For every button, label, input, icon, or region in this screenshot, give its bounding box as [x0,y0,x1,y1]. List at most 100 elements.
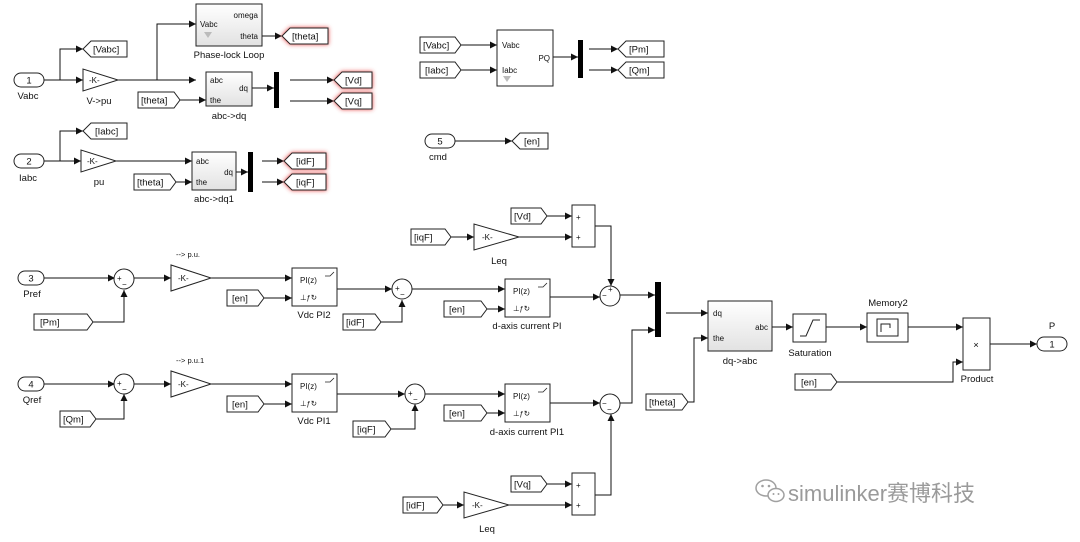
goto-tag-en[interactable]: [en] [511,132,549,150]
sum-block-qref[interactable]: + − [113,373,135,395]
from-tag-iqf-2[interactable]: [iqF] [352,420,392,438]
tag-label: [Pm] [629,45,649,56]
mask-arrow-icon [204,32,212,38]
tag-label: [en] [524,137,540,148]
svg-text:−: − [602,291,607,300]
pq-block[interactable]: Vabc Iabc PQ [496,29,554,87]
inport-number: 5 [437,137,442,148]
sum-block-pref[interactable]: + − [113,268,135,290]
goto-tag-iqf[interactable]: [iqF] [283,173,327,191]
inport-pref[interactable]: 3 Pref [17,270,45,300]
outport-p[interactable]: 1 P [1036,321,1068,352]
from-tag-theta-2[interactable]: [theta] [133,173,177,191]
gain-block-pu[interactable]: -K- pu [80,149,118,188]
from-tag-vabc[interactable]: [Vabc] [419,36,462,54]
from-tag-idf-1[interactable]: [idF] [342,313,382,331]
demux-bar[interactable] [274,72,279,108]
from-tag-qm[interactable]: [Qm] [59,410,97,428]
inport-cmd[interactable]: 5 cmd [424,133,456,163]
saturation-block[interactable]: Saturation [788,313,832,359]
goto-tag-vq[interactable]: [Vq] [333,92,373,110]
sum-block-q-final[interactable]: − − [599,393,621,415]
pi-controller-d-axis[interactable]: PI(z) ⊥ƒ↻ d-axis current PI [492,278,562,332]
pi-controller-d-axis1[interactable]: PI(z) ⊥ƒ↻ d-axis current PI1 [490,383,564,438]
port-label: omega [234,11,259,20]
tag-label: [en] [449,409,465,420]
from-tag-vq[interactable]: [Vq] [510,475,548,493]
gain-block-v-pu[interactable]: -K- V->pu [82,68,120,107]
phase-lock-loop-block[interactable]: Vabc omega theta Phase-lock Loop [194,3,265,61]
inport-qref[interactable]: 4 Qref [17,376,45,406]
from-tag-pm[interactable]: [Pm] [33,313,94,331]
inport-vabc[interactable]: 1 Vabc [13,72,45,102]
goto-tag-vd[interactable]: [Vd] [333,71,373,89]
tag-label: [idF] [406,501,424,512]
goto-tag-qm[interactable]: [Qm] [617,61,665,79]
sum-block-iq[interactable]: + − [404,383,426,405]
abc-to-dq1-block[interactable]: abc the dq abc->dq1 [191,151,237,205]
tag-label: [iqF] [414,233,432,244]
port-label: dq [224,168,233,177]
block-label: Memory2 [868,298,908,309]
svg-text:⊥ƒ↻: ⊥ƒ↻ [513,409,530,418]
gain-block-leq-lower[interactable]: -K- Leq [463,491,511,535]
from-tag-iabc[interactable]: [Iabc] [419,61,462,79]
from-tag-en-4[interactable]: [en] [443,404,488,422]
svg-text:+: + [576,481,581,490]
inport-iabc[interactable]: 2 Iabc [13,153,45,184]
sum-block-d-upper[interactable]: + + [571,204,596,248]
svg-text:−: − [602,399,607,408]
outport-label: P [1049,321,1055,332]
tag-label: [theta] [292,32,318,43]
tag-label: [en] [232,400,248,411]
svg-text:−: − [122,280,127,289]
from-tag-en-3[interactable]: [en] [226,395,265,413]
goto-tag-pm[interactable]: [Pm] [617,40,665,58]
abc-to-dq-block[interactable]: abc the dq abc->dq [205,71,253,122]
gain-block-leq-upper[interactable]: -K- Leq [473,223,521,267]
demux-bar[interactable] [578,40,583,78]
tag-label: [Pm] [40,318,60,329]
port-label: dq [713,309,722,318]
tag-label: [Qm] [63,415,84,426]
svg-text:+: + [576,233,581,242]
from-tag-vd[interactable]: [Vd] [510,207,548,225]
goto-tag-theta[interactable]: [theta] [281,27,329,45]
pi-controller-vdc-pi1[interactable]: PI(z) ⊥ƒ↻ Vdc PI1 [291,373,338,427]
block-label: Product [961,374,994,385]
gain-block-pu-q[interactable]: -K- --> p.u.1 [170,356,213,398]
tag-label: [theta] [137,178,163,189]
from-tag-iqf-1[interactable]: [iqF] [410,228,452,246]
product-block[interactable]: × Product [961,317,994,385]
sum-block-d-final[interactable]: − + [599,285,621,307]
demux-bar[interactable] [248,152,253,192]
goto-tag-idf[interactable]: [idF] [283,152,327,170]
block-label: Saturation [788,348,831,359]
from-tag-idf-2[interactable]: [idF] [402,496,444,514]
block-label: d-axis current PI [492,321,561,332]
mux-bar[interactable] [655,282,661,337]
memory-block[interactable]: Memory2 [866,298,909,343]
from-tag-theta-3[interactable]: [theta] [645,393,689,411]
tag-label: [Qm] [629,66,650,77]
from-tag-en-5[interactable]: [en] [794,373,838,391]
gain-block-pu-d[interactable]: -K- --> p.u. [170,250,213,292]
gain-value: -K- [178,274,189,283]
from-tag-en-1[interactable]: [en] [226,289,265,307]
block-label: V->pu [86,96,111,107]
from-tag-en-2[interactable]: [en] [443,300,488,318]
pi-controller-vdc-pi2[interactable]: PI(z) ⊥ƒ↻ Vdc PI2 [291,267,338,321]
goto-tag-vabc[interactable]: [Vabc] [82,40,128,58]
from-tag-theta-1[interactable]: [theta] [137,91,181,109]
block-text: PI(z) [300,276,317,285]
block-label: Vdc PI1 [297,416,330,427]
wechat-icon [755,479,785,503]
inport-number: 2 [26,157,31,168]
sum-block-q-lower[interactable]: + + [571,472,596,516]
gain-value: -K- [89,76,100,85]
sum-block-id[interactable]: + − [391,278,413,300]
dq-to-abc-block[interactable]: dq the abc dq->abc [707,300,773,367]
block-label: Leq [491,256,507,267]
svg-text:+: + [576,213,581,222]
goto-tag-iabc[interactable]: [Iabc] [82,122,128,140]
